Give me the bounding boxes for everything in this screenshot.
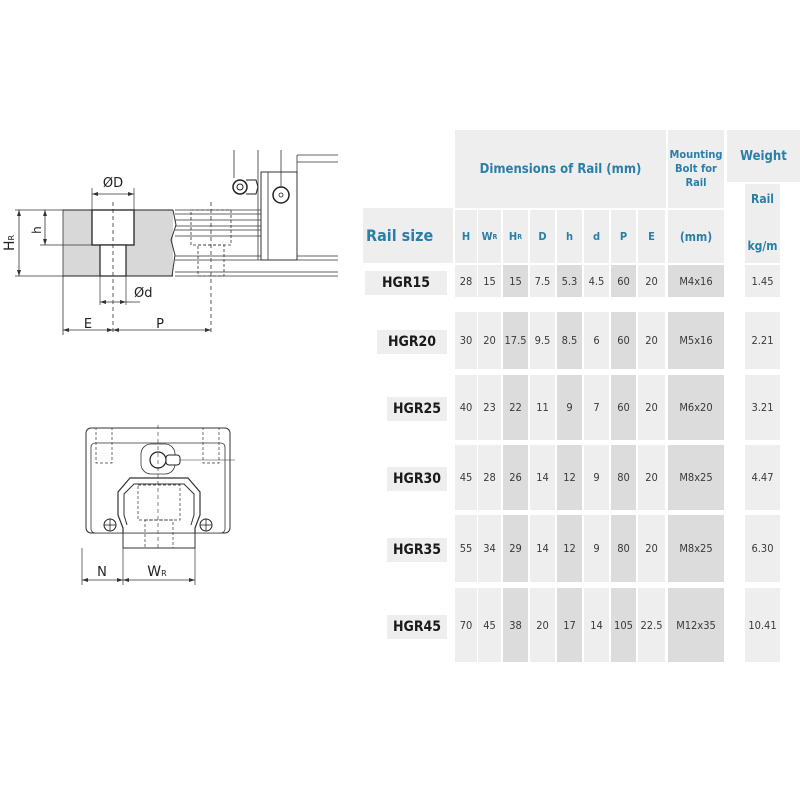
cell-weight: 6.30: [745, 515, 780, 582]
header-mounting-bolt: Mounting Bolt for Rail: [668, 130, 724, 208]
cell-p: 80: [611, 445, 636, 510]
cell-h: 70: [455, 588, 477, 662]
cell-d: 6: [584, 312, 609, 369]
row-label-rail-size: HGR20: [377, 330, 447, 354]
cell-wr: 34: [478, 515, 501, 582]
label-E: E: [84, 317, 92, 332]
cell-hr: 17.5: [503, 312, 528, 369]
cell-e: 20: [638, 515, 665, 582]
cell-d: 4.5: [584, 265, 609, 297]
cell-hr: 38: [503, 588, 528, 662]
cell-p: 60: [611, 312, 636, 369]
cell-bolt: M12x35: [668, 588, 724, 662]
mounting-line-1: Mounting: [669, 148, 723, 162]
label-D: ØD: [103, 176, 123, 191]
cell-h: 8.5: [557, 312, 582, 369]
cell-d: 7: [584, 375, 609, 440]
header-h: h: [557, 210, 582, 263]
header-bolt-unit: (mm): [668, 210, 724, 263]
header-E: E: [638, 210, 665, 263]
cell-h: 30: [455, 312, 477, 369]
cell-d: 14: [584, 588, 609, 662]
label-h: h: [30, 226, 44, 234]
cell-bolt: M8x25: [668, 515, 724, 582]
label-N: N: [97, 565, 107, 580]
header-HR-main: H: [508, 230, 518, 243]
cell-weight: 3.21: [745, 375, 780, 440]
header-weight-rail: Rail: [745, 184, 780, 214]
cell-e: 22.5: [638, 588, 665, 662]
cell-bolt: M8x25: [668, 445, 724, 510]
cell-d: 7.5: [530, 265, 555, 297]
cell-h: 17: [557, 588, 582, 662]
header-weight: Weight: [727, 130, 800, 182]
cell-hr: 15: [503, 265, 528, 297]
cell-e: 20: [638, 312, 665, 369]
cell-h: 12: [557, 445, 582, 510]
cell-d: 20: [530, 588, 555, 662]
cell-d: 9: [584, 445, 609, 510]
header-D: D: [530, 210, 555, 263]
header-P: P: [611, 210, 636, 263]
cell-d: 9: [584, 515, 609, 582]
label-d: Ød: [134, 286, 152, 301]
label-P: P: [156, 317, 164, 332]
cell-e: 20: [638, 265, 665, 297]
header-H: H: [455, 210, 477, 263]
cell-h: 5.3: [557, 265, 582, 297]
cell-hr: 26: [503, 445, 528, 510]
cell-h: 45: [455, 445, 477, 510]
header-d: d: [584, 210, 609, 263]
cell-wr: 28: [478, 445, 501, 510]
cell-d: 14: [530, 515, 555, 582]
cell-wr: 15: [478, 265, 501, 297]
cell-hr: 29: [503, 515, 528, 582]
cell-h: 40: [455, 375, 477, 440]
cell-d: 9.5: [530, 312, 555, 369]
weight-col-mid: [745, 214, 780, 228]
cell-bolt: M4x16: [668, 265, 724, 297]
cell-h: 55: [455, 515, 477, 582]
row-label-rail-size: HGR35: [387, 538, 447, 562]
cell-d: 14: [530, 445, 555, 510]
cell-d: 11: [530, 375, 555, 440]
rail-side-view-drawing: ØD Ød h HR E P: [2, 150, 338, 335]
header-WR-sub: R: [492, 232, 498, 241]
header-weight-unit: kg/m: [745, 228, 780, 263]
cell-bolt: M5x16: [668, 312, 724, 369]
cell-e: 20: [638, 445, 665, 510]
cell-bolt: M6x20: [668, 375, 724, 440]
cell-h: 28: [455, 265, 477, 297]
cell-wr: 23: [478, 375, 501, 440]
header-WR-main: W: [481, 230, 493, 243]
row-label-rail-size: HGR45: [387, 614, 447, 639]
rail-front-view-drawing: N WR: [81, 425, 235, 585]
cell-wr: 45: [478, 588, 501, 662]
cell-weight: 2.21: [745, 312, 780, 369]
header-dimensions: Dimensions of Rail (mm): [455, 130, 666, 208]
row-label-rail-size: HGR25: [387, 397, 447, 421]
cell-e: 20: [638, 375, 665, 440]
mounting-line-2: Bolt for: [675, 162, 717, 176]
cell-p: 60: [611, 375, 636, 440]
mounting-line-3: Rail: [685, 175, 707, 189]
cell-p: 105: [611, 588, 636, 662]
header-rail-size: Rail size: [363, 208, 453, 263]
cell-h: 9: [557, 375, 582, 440]
cell-p: 80: [611, 515, 636, 582]
header-HR-sub: R: [517, 232, 523, 241]
cell-p: 60: [611, 265, 636, 297]
cell-h: 12: [557, 515, 582, 582]
row-label-rail-size: HGR30: [387, 467, 447, 491]
row-label-rail-size: HGR15: [365, 270, 447, 295]
cell-hr: 22: [503, 375, 528, 440]
cell-weight: 1.45: [745, 265, 780, 297]
cell-wr: 20: [478, 312, 501, 369]
cell-weight: 4.47: [745, 445, 780, 510]
cell-weight: 10.41: [745, 588, 780, 662]
